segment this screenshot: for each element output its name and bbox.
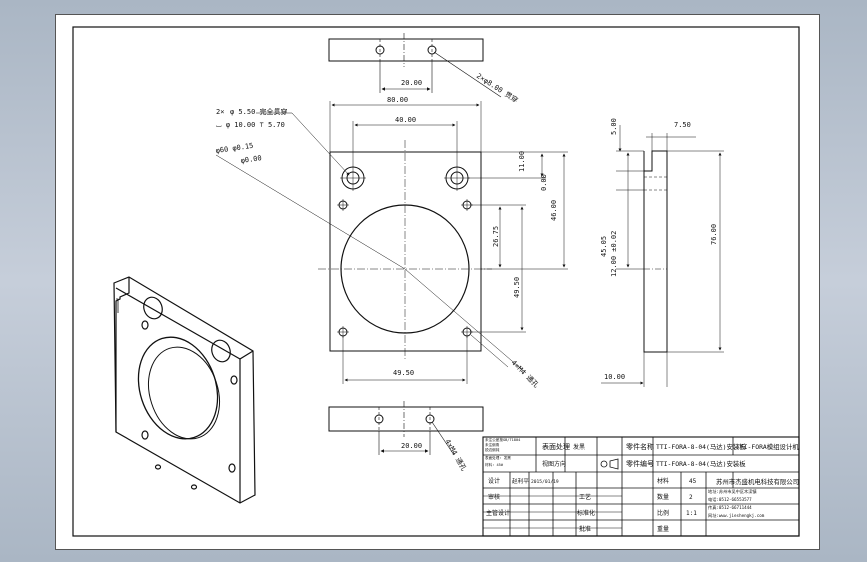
approver-label: 主管设计 <box>486 509 510 517</box>
dim-49-vertical: 49.50 <box>513 277 521 298</box>
designer-name: 赵利平 <box>512 477 529 485</box>
dim-46: 46.00 <box>550 200 558 221</box>
material-value: 45 <box>689 478 697 485</box>
qty-value: 2 <box>689 494 693 501</box>
dim-26: 26.75 <box>492 226 500 247</box>
side-dim-12: 12.00 ±0.02 <box>610 231 618 277</box>
company-fax: 传真:0512-66711444 <box>708 504 752 511</box>
top-view <box>328 33 502 98</box>
note-line-4: 表面处理: 发黑 <box>485 455 511 460</box>
cbore-dia: φ 5.50 完全贯穿 <box>230 107 288 116</box>
view-direction-label: 视图方向 <box>542 460 566 468</box>
dim-bottom-view-spacing: 20.00 <box>401 442 422 450</box>
part-name-value: TTI-FORA-8-04(马达)安装板 <box>656 442 746 451</box>
dim-11: 11.00 <box>518 151 526 172</box>
side-dim-5: 5.00 <box>610 118 618 135</box>
title-block <box>482 436 800 537</box>
company-name: 苏州市杰盛机电科技有限公司 <box>716 477 799 486</box>
callout-top-holes: 2×φ8.00 贯穿 <box>475 71 520 105</box>
side-view <box>601 125 724 387</box>
note-line-2: 未注倒角 <box>485 442 500 447</box>
side-dim-7: 7.50 <box>674 121 691 129</box>
scale-value: 1:1 <box>686 510 697 517</box>
title-block-text: 未注公差按GB/T1804 未注倒角 锐边倒钝 表面处理: 发黑 材料: 45#… <box>485 437 799 533</box>
surface-treatment-value: 发黑 <box>573 443 585 451</box>
dim-front-width: 80.00 <box>387 96 408 104</box>
cbore-depth: ⌴ φ 10.00 ⊤ 5.70 <box>216 121 285 129</box>
bottom-view <box>328 401 484 456</box>
drawing-border <box>72 26 800 537</box>
part-number-value: TTI-FORA-8-04(马达)安装板 <box>656 459 746 468</box>
dim-front-hole-spacing: 40.00 <box>395 116 416 124</box>
dim-top-hole-spacing: 20.00 <box>401 79 422 87</box>
callout-bottom-holes: 4×M4 通孔 <box>443 438 468 473</box>
material-label: 材料 <box>657 477 669 485</box>
bore-callout-1: φ60 φ0.15 <box>215 142 254 155</box>
note-line-5: 材料: 45# <box>485 462 504 467</box>
side-dim-45: 45.05 <box>600 236 608 257</box>
part-number-label: 零件编号 <box>626 459 654 468</box>
bore-callout-2: φ0.00 <box>240 154 262 165</box>
front-view <box>215 101 568 384</box>
note-line-3: 锐边倒钝 <box>485 447 500 452</box>
qty-label: 数量 <box>657 493 669 501</box>
scale-label: 比例 <box>657 509 669 517</box>
weight-label: 重量 <box>657 525 669 533</box>
designer-label: 设计 <box>488 477 500 485</box>
company-web: 网址:www.jieshengkj.com <box>708 512 765 519</box>
part-name-label: 零件名称 <box>626 442 654 451</box>
drawing-canvas: 20.00 2×φ8.00 贯穿 <box>72 26 800 537</box>
note-line-1: 未注公差按GB/T1804 <box>485 437 520 442</box>
dim-0: 0.00 <box>540 174 548 191</box>
side-dim-76: 76.00 <box>710 224 718 245</box>
standard-label: 标准化 <box>577 509 595 517</box>
drawing-sheet: 20.00 2×φ8.00 贯穿 <box>55 14 820 550</box>
company-tel: 电话:0512-66553577 <box>708 496 752 503</box>
checker-label: 审核 <box>488 493 500 501</box>
project-name: TTI-FORA模组设计机 <box>736 442 799 451</box>
cbore-qty: 2× <box>216 108 224 116</box>
design-date: 2015/01/19 <box>531 479 559 485</box>
callout-thread-holes: 4×M4 通孔 <box>510 358 541 389</box>
surface-treatment-label: 表面处理 <box>542 442 570 451</box>
company-address: 地址:苏州市吴中区木渎镇 <box>708 488 757 495</box>
side-dim-10: 10.00 <box>604 373 625 381</box>
dim-bottom-hole-spacing: 49.50 <box>393 369 414 377</box>
approve-label: 批准 <box>579 525 591 533</box>
process-label: 工艺 <box>579 493 591 501</box>
isometric-view <box>113 276 256 504</box>
